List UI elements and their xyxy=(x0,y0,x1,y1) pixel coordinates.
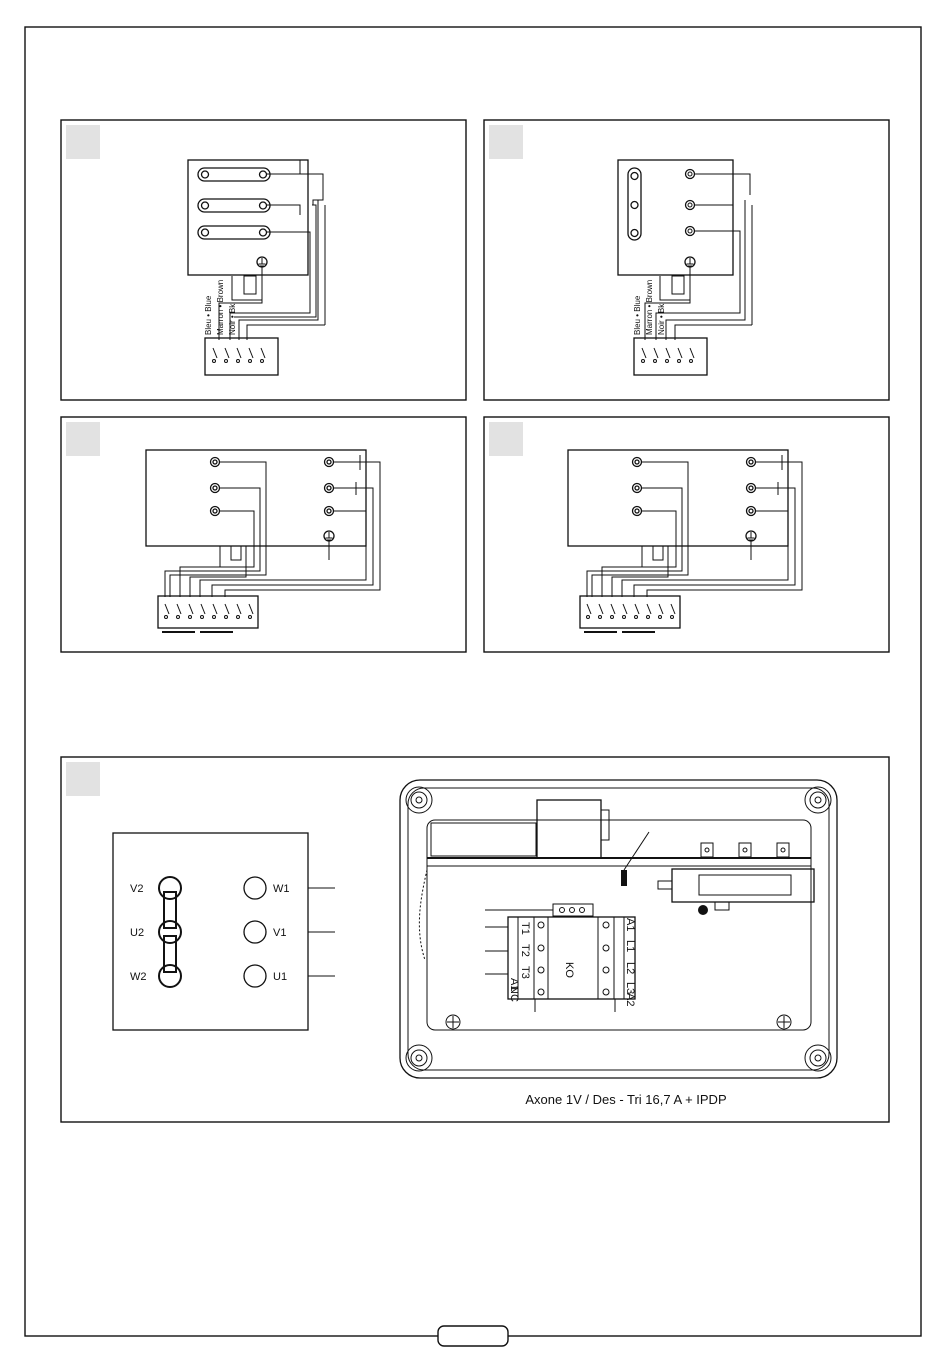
wire-label-brown: Marron • Brown xyxy=(645,280,654,335)
terminal-stud xyxy=(202,171,267,178)
mark-a1-right: A1 xyxy=(624,918,636,931)
terminal-stud xyxy=(202,229,267,236)
panel-b-badge xyxy=(489,125,523,159)
panel-d-terminal-block xyxy=(580,596,680,632)
panel-b-terminal-block xyxy=(634,338,707,375)
terminal-u2 xyxy=(159,921,181,943)
mark-a2: A2 xyxy=(624,993,636,1006)
mark-t1: T1 xyxy=(519,922,531,935)
mark-t3: T3 xyxy=(519,966,531,979)
panel-d-badge xyxy=(489,422,523,456)
panel-c-badge xyxy=(66,422,100,456)
panel-b-motor-plate xyxy=(618,160,733,275)
label-v2: V2 xyxy=(130,883,143,895)
indicator-marker xyxy=(621,870,627,886)
leader-lines xyxy=(485,910,553,974)
panel-d xyxy=(484,417,889,652)
wire-label-black: Noir • Bk xyxy=(657,303,666,335)
motor-terminal-board: V2 U2 W2 W1 V1 U1 xyxy=(113,833,335,1030)
panel-e-badge xyxy=(66,762,100,796)
terminal-v2 xyxy=(159,877,181,899)
panel-d-motor-plate xyxy=(568,450,788,546)
page-number-tab xyxy=(438,1326,508,1346)
mark-l1: L1 xyxy=(624,940,636,952)
contactor-label: KO xyxy=(563,962,575,978)
label-w2: W2 xyxy=(130,971,147,983)
panel-a: Bleu • Blue Marron • Brown Noir • Bk xyxy=(61,120,466,400)
panel-a-badge xyxy=(66,125,100,159)
wire-label-blue: Bleu • Blue xyxy=(204,295,213,335)
mark-l2: L2 xyxy=(624,962,636,974)
wire-label-brown: Marron • Brown xyxy=(216,280,225,335)
panel-b: Bleu • Blue Marron • Brown Noir • Bk xyxy=(484,120,889,400)
panel-c-motor-plate xyxy=(146,450,366,546)
control-box-caption: Axone 1V / Des - Tri 16,7 A + IPDP xyxy=(525,1092,726,1107)
panel-d-wires xyxy=(587,455,802,597)
ground-symbol xyxy=(746,531,756,541)
ground-symbol xyxy=(324,531,334,541)
panel-c-wires xyxy=(165,455,380,597)
panel-d-frame xyxy=(484,417,889,652)
panel-a-frame xyxy=(61,120,466,400)
terminal-u1 xyxy=(244,965,266,987)
panel-c xyxy=(61,417,466,652)
ground-symbol xyxy=(685,257,695,267)
panel-b-frame xyxy=(484,120,889,400)
mounting-screw xyxy=(446,1015,791,1029)
mark-t2: T2 xyxy=(519,944,531,957)
terminal-v1 xyxy=(244,921,266,943)
label-u2: U2 xyxy=(130,927,144,939)
panel-a-terminal-block xyxy=(205,338,278,375)
terminal-w2 xyxy=(159,965,181,987)
wire-label-blue: Bleu • Blue xyxy=(633,295,642,335)
label-w1: W1 xyxy=(273,883,290,895)
wire-label-black: Noir • Bk xyxy=(228,303,237,335)
label-v1: V1 xyxy=(273,927,286,939)
protection-switch xyxy=(658,869,814,915)
page-border xyxy=(25,27,921,1336)
label-u1: U1 xyxy=(273,971,287,983)
panel-a-motor-plate xyxy=(188,160,308,275)
terminal-stud xyxy=(633,458,756,516)
panel-c-terminal-block xyxy=(158,596,258,632)
contactor-ko: T1 T2 T3 NC A1 KO A1 L1 L2 L3 A2 xyxy=(508,904,636,1012)
ground-symbol xyxy=(257,257,267,267)
terminal-stud xyxy=(202,202,267,209)
rail-tab xyxy=(701,843,789,857)
corner-screw xyxy=(406,787,831,1071)
panel-c-frame xyxy=(61,417,466,652)
terminal-w1 xyxy=(244,877,266,899)
panel-e: V2 U2 W2 W1 V1 U1 xyxy=(61,757,889,1122)
control-box: T1 T2 T3 NC A1 KO A1 L1 L2 L3 A2 xyxy=(400,780,837,1078)
mark-a1-left: A1 xyxy=(508,978,520,991)
panel-e-frame xyxy=(61,757,889,1122)
terminal-stud xyxy=(211,458,334,516)
panel-b-wire-labels: Bleu • Blue Marron • Brown Noir • Bk xyxy=(633,280,666,335)
